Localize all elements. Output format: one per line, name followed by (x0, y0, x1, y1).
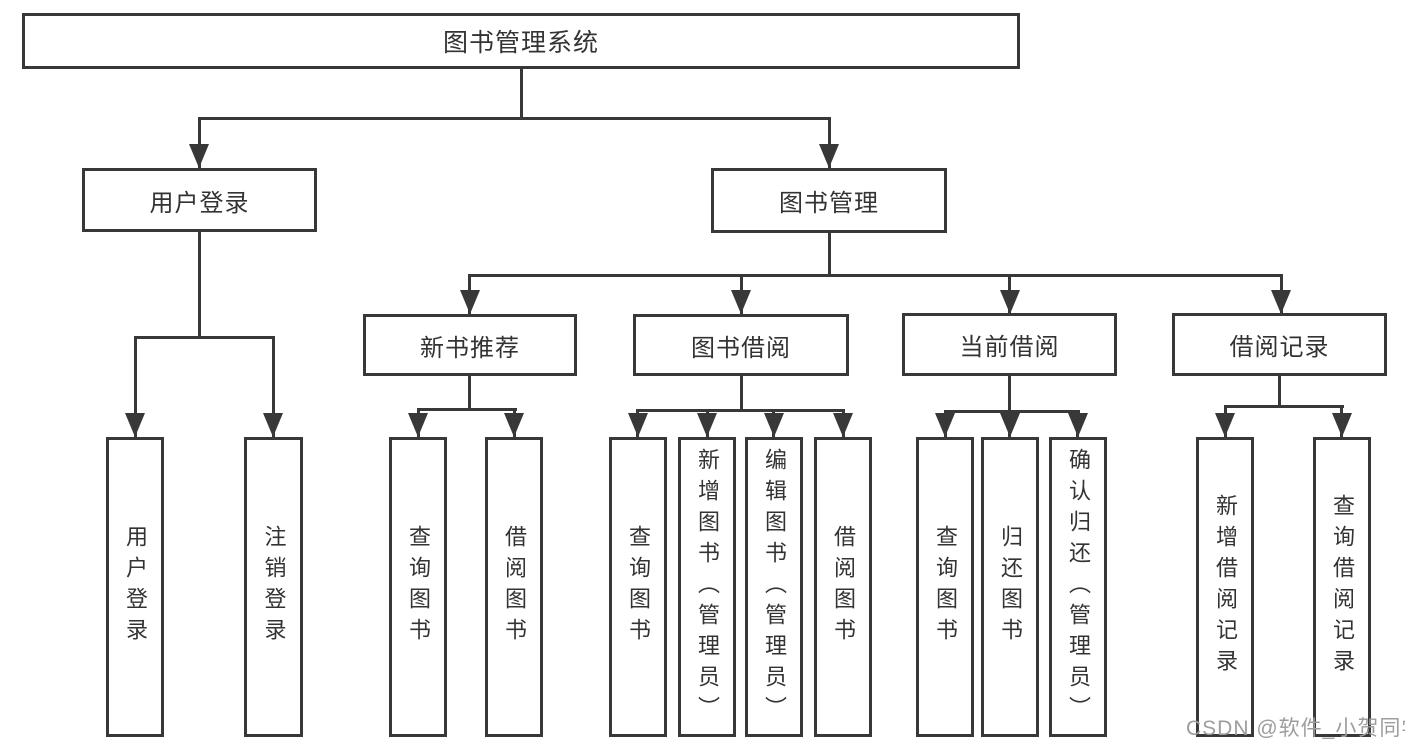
arrowhead-down-icon (1068, 413, 1088, 437)
leaf-logout: 注销登录 (244, 437, 303, 737)
arrowhead-down-icon (819, 144, 839, 168)
leaf-add-borrow-record: 新增借阅记录 (1196, 437, 1254, 737)
leaf-edit-books-admin: 编辑图书（管理员） (745, 437, 803, 737)
leaf-confirm-return-admin: 确认归还（管理员） (1049, 437, 1107, 737)
arrowhead-down-icon (764, 413, 784, 437)
arrowhead-down-icon (1215, 413, 1235, 437)
arrowhead-down-icon (731, 290, 751, 314)
arrowhead-down-icon (1000, 413, 1020, 437)
leaf-query-books-borrow: 查询图书 (609, 437, 667, 737)
connector-user-login-bar (134, 336, 275, 339)
arrowhead-down-icon (697, 413, 717, 437)
connector-level3-bar (468, 274, 1283, 277)
arrowhead-down-icon (935, 413, 955, 437)
connector-drop-leaf-login (134, 336, 137, 437)
leaf-borrow-books-recommend: 借阅图书 (485, 437, 543, 737)
connector-current-borrow-bar (944, 410, 1080, 413)
arrowhead-down-icon (1000, 290, 1020, 314)
connector-new-book-stem (468, 376, 471, 408)
arrowhead-down-icon (460, 290, 480, 314)
node-new-book-recommendation: 新书推荐 (363, 314, 577, 376)
connector-drop-book-management (828, 117, 831, 168)
leaf-return-books: 归还图书 (981, 437, 1039, 737)
arrowhead-down-icon (504, 413, 524, 437)
leaf-user-login: 用户登录 (106, 437, 164, 737)
connector-root-stem (520, 69, 523, 117)
connector-borrow-records-bar (1224, 405, 1344, 408)
watermark-csdn: CSDN @软件_小贺同学 (1186, 717, 1405, 740)
connector-level2-bar (198, 117, 831, 120)
leaf-query-books-current: 查询图书 (916, 437, 974, 737)
leaf-query-books-recommend: 查询图书 (389, 437, 447, 737)
node-book-management: 图书管理 (711, 168, 947, 233)
connector-book-borrow-stem (740, 376, 743, 409)
node-root-library-management-system: 图书管理系统 (22, 13, 1020, 69)
arrowhead-down-icon (263, 413, 283, 437)
connector-user-login-stem (198, 232, 201, 336)
node-current-borrowing: 当前借阅 (902, 313, 1117, 376)
leaf-query-borrow-record: 查询借阅记录 (1313, 437, 1371, 737)
connector-new-book-bar (417, 408, 517, 411)
arrowhead-down-icon (1332, 413, 1352, 437)
connector-drop-user-login (198, 117, 201, 168)
connector-borrow-records-stem (1278, 376, 1281, 405)
node-borrowing-records: 借阅记录 (1172, 313, 1387, 376)
arrowhead-down-icon (628, 413, 648, 437)
node-book-borrowing: 图书借阅 (633, 314, 849, 376)
leaf-borrow-books: 借阅图书 (814, 437, 872, 737)
connector-current-borrow-stem (1008, 376, 1011, 410)
node-user-login: 用户登录 (82, 168, 317, 232)
arrowhead-down-icon (833, 413, 853, 437)
connector-book-borrow-bar (636, 409, 845, 412)
connector-drop-leaf-logout (272, 336, 275, 437)
arrowhead-down-icon (125, 413, 145, 437)
connector-book-mgmt-stem (828, 233, 831, 274)
arrowhead-down-icon (408, 413, 428, 437)
arrowhead-down-icon (1271, 290, 1291, 314)
leaf-add-books-admin: 新增图书（管理员） (678, 437, 736, 737)
arrowhead-down-icon (189, 144, 209, 168)
